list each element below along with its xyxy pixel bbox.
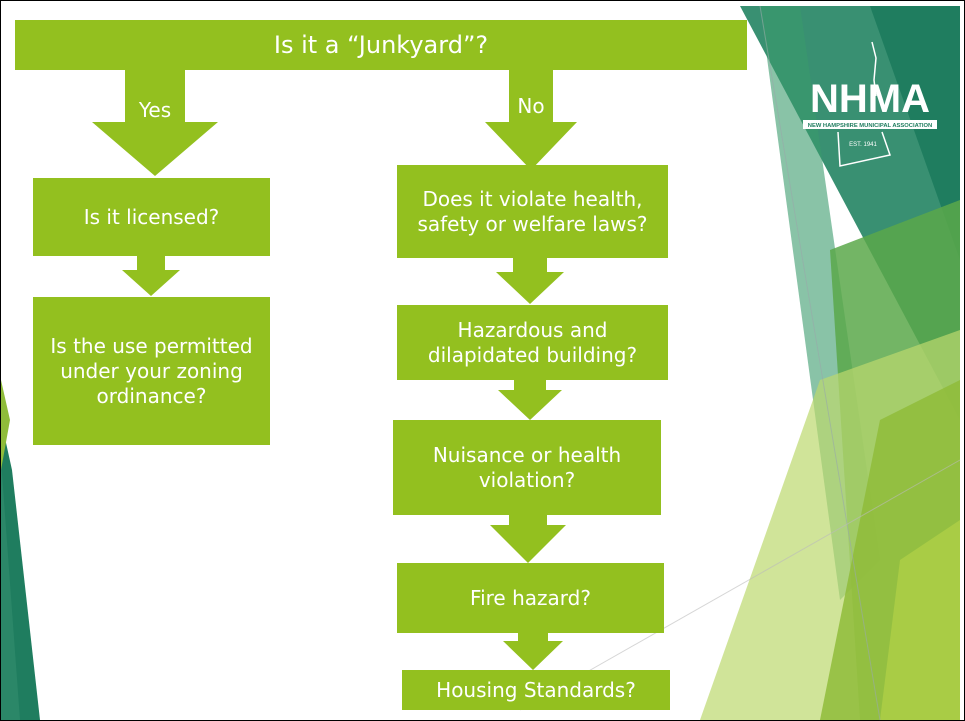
right-step-health-safety: Does it violate health, safety or welfar… <box>397 165 668 258</box>
right-step-label: Fire hazard? <box>470 585 591 610</box>
down-arrow <box>503 633 563 670</box>
down-arrow <box>496 258 564 304</box>
left-step-zoning: Is the use permitted under your zoning o… <box>33 297 270 445</box>
right-step-label: Housing Standards? <box>436 677 636 702</box>
left-step-licensed: Is it licensed? <box>33 178 270 256</box>
no-label: No <box>517 94 545 118</box>
right-step-hazardous-building: Hazardous and dilapidated building? <box>397 305 668 380</box>
new-hampshire-outline-icon: NHMA NEW HAMPSHIRE MUNICIPAL ASSOCIATION… <box>803 41 937 167</box>
nhma-logo: NHMA NEW HAMPSHIRE MUNICIPAL ASSOCIATION… <box>800 40 940 175</box>
diagram-title: Is it a “Junkyard”? <box>273 31 489 59</box>
title-box: Is it a “Junkyard”? <box>15 20 747 70</box>
yes-arrow <box>92 70 218 176</box>
right-step-housing-standards: Housing Standards? <box>402 670 670 710</box>
right-step-fire-hazard: Fire hazard? <box>397 563 664 633</box>
logo-subtitle: NEW HAMPSHIRE MUNICIPAL ASSOCIATION <box>808 123 932 129</box>
down-arrow <box>498 380 562 420</box>
right-step-label: Does it violate health, safety or welfar… <box>417 186 648 236</box>
down-arrow <box>122 256 180 296</box>
logo-wordmark: NHMA <box>810 77 930 121</box>
right-step-label: Hazardous and dilapidated building? <box>427 317 638 367</box>
left-step-label: Is the use permitted under your zoning o… <box>50 333 253 408</box>
yes-label: Yes <box>138 98 172 122</box>
right-step-nuisance: Nuisance or health violation? <box>393 420 661 515</box>
no-arrow <box>485 70 577 170</box>
down-arrow <box>490 515 566 563</box>
logo-est: EST. 1941 <box>849 142 877 148</box>
left-step-label: Is it licensed? <box>83 204 220 229</box>
right-step-label: Nuisance or health violation? <box>432 442 622 492</box>
